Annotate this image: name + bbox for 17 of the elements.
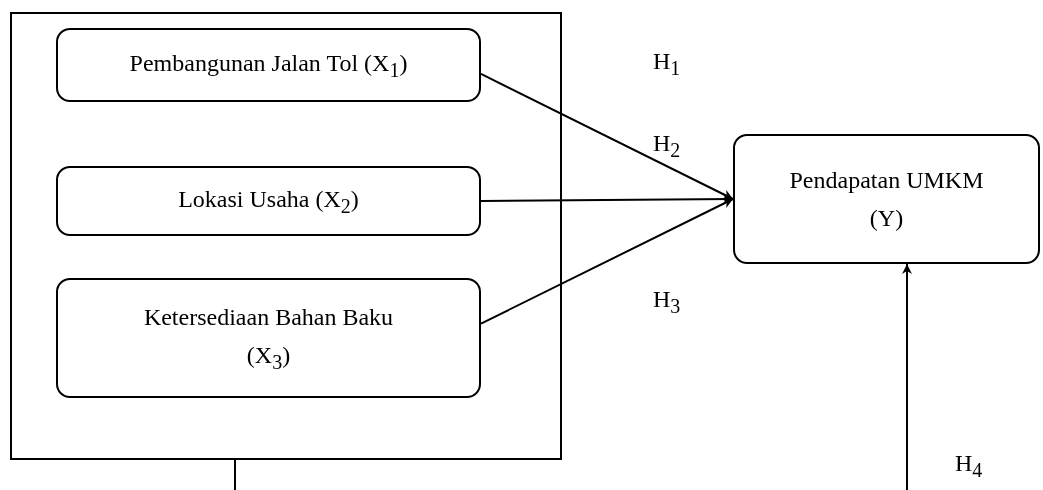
arrow (480, 198, 734, 325)
arrow (480, 72, 734, 200)
hypothesis-label: H$_{3}$ (653, 286, 681, 318)
hypothesis-label: H$_{1}$ (653, 48, 681, 80)
variable-box (56, 166, 481, 236)
group-frame (10, 12, 562, 460)
hypothesis-label: H$_{2}$ (653, 130, 681, 162)
node-label: Lokasi Usaha (X$_{2}$) (178, 185, 359, 219)
node-label: Pendapatan UMKM (Y) (788, 165, 985, 233)
node-label: Ketersediaan Bahan Baku (X$_{3}$) (142, 302, 395, 376)
variable-box (733, 134, 1040, 264)
variable-box (56, 28, 481, 102)
arrow (902, 263, 912, 490)
connector-line (234, 459, 236, 490)
variable-box (56, 278, 481, 398)
hypothesis-label: H$_{4}$ (955, 450, 983, 482)
node-label: Pembangunan Jalan Tol (X$_{1}$) (129, 49, 408, 83)
